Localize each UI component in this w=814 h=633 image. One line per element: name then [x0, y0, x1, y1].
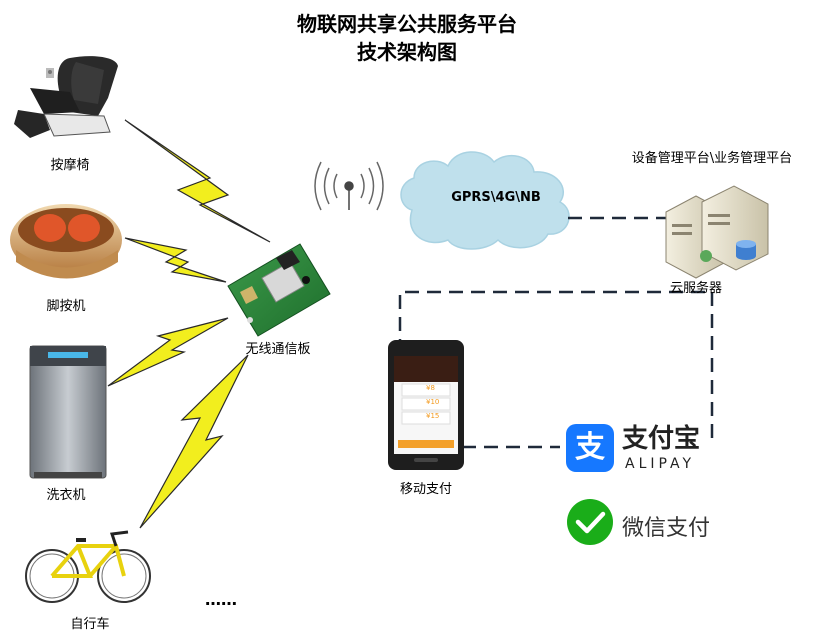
network-cloud	[400, 151, 570, 250]
more-devices-ellipsis: ……	[205, 590, 237, 609]
label-foot-massager: 脚按机	[46, 299, 86, 314]
alipay-icon-char: 支	[575, 430, 605, 465]
label-platform: 设备管理平台\业务管理平台	[631, 151, 793, 166]
mobile-phone-image	[388, 340, 464, 470]
lightning-bike-to-board	[139, 354, 249, 529]
wechat-pay-name: 微信支付	[622, 516, 711, 541]
server-to-phone-line	[398, 290, 705, 354]
dashed-connections	[398, 216, 714, 449]
label-mobile-payment: 移动支付	[399, 482, 452, 497]
massage-chair-image	[14, 56, 118, 138]
bicycle-image	[25, 530, 151, 603]
label-network-type: GPRS\4G\NB	[451, 190, 541, 205]
washing-machine-image	[29, 345, 107, 479]
lightning-washer-to-board	[107, 317, 229, 387]
diagram-title-line1: 物联网共享公共服务平台	[297, 12, 517, 36]
alipay-name-en: ALIPAY	[625, 456, 696, 472]
diagram-title-line2: 技术架构图	[357, 40, 457, 64]
wireless-board-image	[227, 243, 331, 337]
phone-price-3: ¥15	[426, 412, 440, 420]
lightning-chair-to-board	[124, 119, 271, 243]
cloud-server-image	[665, 185, 769, 279]
label-washing-machine: 洗衣机	[46, 488, 86, 503]
lightning-foot-to-board	[124, 237, 227, 283]
wechat-pay-icon	[567, 499, 613, 545]
label-cloud-server: 云服务器	[669, 281, 722, 296]
label-wireless-board: 无线通信板	[245, 342, 311, 357]
foot-massager-image	[10, 204, 122, 279]
alipay-name-cn: 支付宝	[622, 424, 701, 454]
label-massage-chair: 按摩椅	[50, 158, 90, 173]
phone-price-1: ¥8	[426, 384, 435, 392]
label-bicycle: 自行车	[70, 617, 110, 632]
lightning-links	[107, 119, 271, 529]
phone-price-2: ¥10	[426, 398, 440, 406]
antenna-signal-icon	[314, 161, 384, 211]
alipay-icon	[566, 424, 614, 472]
